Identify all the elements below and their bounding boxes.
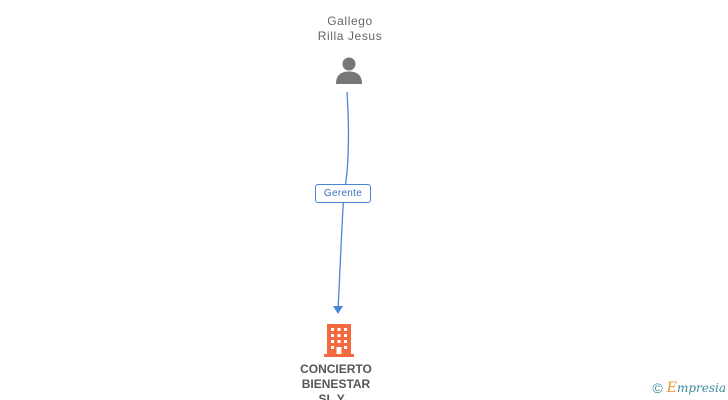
arrowhead-icon: [333, 306, 343, 314]
company-name-line2: BIENESTAR: [301, 377, 371, 391]
person-name-line2: Rilla Jesus: [317, 29, 383, 43]
building-icon[interactable]: [323, 322, 355, 363]
company-name-line1: CONCIERTO: [300, 362, 372, 376]
person-icon[interactable]: [334, 55, 364, 90]
relation-label[interactable]: Gerente: [315, 184, 371, 203]
company-name-line3: SL Y...: [318, 392, 354, 400]
copyright-icon: ©: [652, 380, 663, 396]
person-name-line1: Gallego: [327, 14, 373, 28]
brand-logo: Empresia: [667, 380, 726, 396]
brand-rest: mpresia: [676, 381, 726, 395]
company-name[interactable]: CONCIERTO BIENESTAR SL Y...: [276, 362, 396, 400]
person-name[interactable]: Gallego Rilla Jesus: [290, 14, 410, 44]
brand-initial: E: [666, 380, 677, 396]
empresia-watermark: © Empresia: [652, 380, 726, 396]
